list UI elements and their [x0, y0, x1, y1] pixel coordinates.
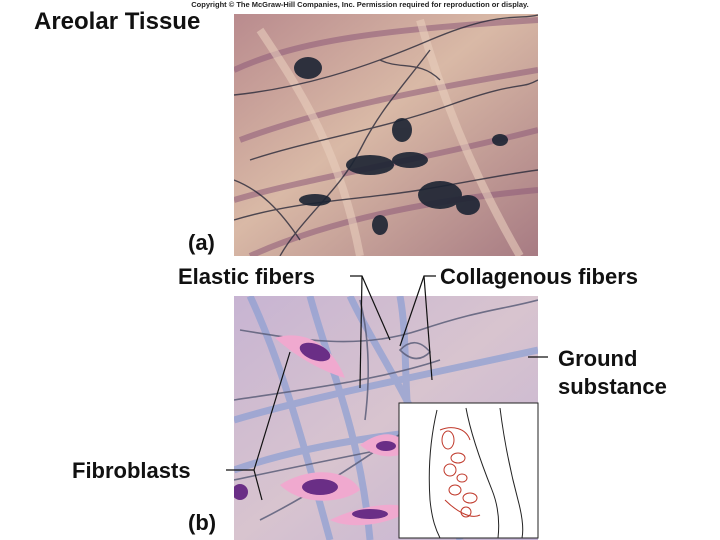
- collagenous-fibers-label: Collagenous fibers: [440, 264, 638, 290]
- ground-substance-label-line1: Ground: [558, 346, 637, 372]
- panel-a-label: (a): [188, 230, 215, 256]
- fibroblasts-label: Fibroblasts: [72, 458, 191, 484]
- ground-substance-label-line2: substance: [558, 374, 667, 400]
- panel-b-label: (b): [188, 510, 216, 536]
- inset-sketch: [399, 403, 538, 538]
- elastic-fibers-label: Elastic fibers: [178, 264, 315, 290]
- micrograph-panel-a: [234, 14, 538, 256]
